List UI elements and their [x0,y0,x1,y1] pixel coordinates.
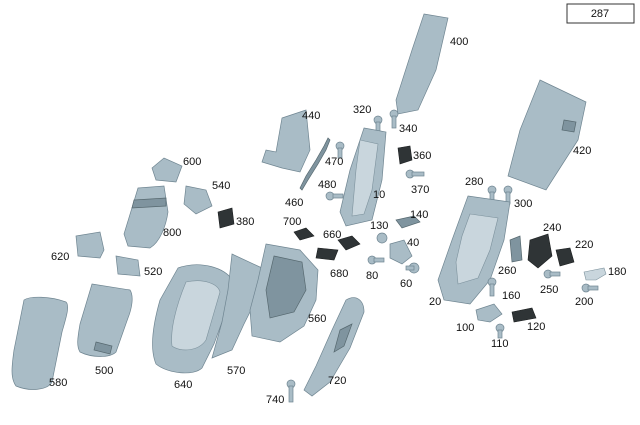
part-620-shape[interactable] [75,231,105,259]
part-180-shape[interactable] [583,267,607,281]
part-120-shape[interactable] [511,307,537,323]
part-800-shape[interactable] [123,185,169,249]
part-700-shape[interactable] [293,227,315,241]
label-740[interactable]: 740 [266,394,284,406]
label-100[interactable]: 100 [456,322,474,334]
label-130[interactable]: 130 [370,220,388,232]
part-460-cable[interactable] [299,137,331,191]
label-800[interactable]: 800 [163,227,181,239]
part-60-screw[interactable] [405,262,420,274]
part-110-bolt[interactable] [495,323,505,339]
part-680-shape[interactable] [315,247,339,261]
label-660[interactable]: 660 [323,229,341,241]
part-480-screw[interactable] [325,191,344,201]
label-10[interactable]: 10 [373,189,385,201]
part-40-shape[interactable] [389,239,413,265]
label-260[interactable]: 260 [498,265,516,277]
label-340[interactable]: 340 [399,123,417,135]
part-160-bolt[interactable] [487,277,497,297]
page-number-box: 287 [566,3,635,24]
label-400[interactable]: 400 [450,36,468,48]
label-720[interactable]: 720 [328,375,346,387]
label-460[interactable]: 460 [285,197,303,209]
part-520-shape[interactable] [115,255,141,277]
part-130-washer[interactable] [376,232,388,244]
part-240-shape[interactable] [527,233,553,269]
label-640[interactable]: 640 [174,379,192,391]
label-480[interactable]: 480 [318,179,336,191]
part-340-bolt[interactable] [389,109,399,129]
part-600-shape[interactable] [151,157,183,183]
label-200[interactable]: 200 [575,296,593,308]
part-540-shape[interactable] [183,185,213,215]
part-800-band [131,197,167,209]
label-360[interactable]: 360 [413,150,431,162]
part-560-inner [265,255,307,319]
part-440-shape[interactable] [261,109,311,173]
part-400-shape[interactable] [395,13,449,115]
part-580-shape[interactable] [11,296,68,390]
part-380-shape[interactable] [217,207,235,229]
label-620[interactable]: 620 [51,251,69,263]
label-250[interactable]: 250 [540,284,558,296]
part-660-shape[interactable] [337,235,361,251]
part-250-screw[interactable] [543,269,561,279]
part-80-screw[interactable] [367,255,385,265]
label-180[interactable]: 180 [608,266,626,278]
label-380[interactable]: 380 [236,216,254,228]
label-560[interactable]: 560 [308,313,326,325]
label-220[interactable]: 220 [575,239,593,251]
label-570[interactable]: 570 [227,365,245,377]
label-140[interactable]: 140 [410,209,428,221]
label-470[interactable]: 470 [325,156,343,168]
label-300[interactable]: 300 [514,198,532,210]
part-720-inner [333,323,353,353]
label-320[interactable]: 320 [353,104,371,116]
part-200-screw[interactable] [581,283,599,293]
part-500-shape[interactable] [77,283,133,357]
part-370-screw[interactable] [405,169,425,179]
label-540[interactable]: 540 [212,180,230,192]
label-420[interactable]: 420 [573,145,591,157]
label-500[interactable]: 500 [95,365,113,377]
part-20-inner [455,213,499,285]
part-140-shape[interactable] [395,215,421,229]
label-600[interactable]: 600 [183,156,201,168]
label-20[interactable]: 20 [429,296,441,308]
label-120[interactable]: 120 [527,321,545,333]
label-370[interactable]: 370 [411,184,429,196]
part-360-shape[interactable] [397,145,413,165]
part-640-inner [171,280,221,351]
label-580[interactable]: 580 [49,377,67,389]
part-280-bolt[interactable] [487,185,497,205]
part-720-shape[interactable] [303,297,365,397]
part-470-screw[interactable] [335,141,345,159]
label-700[interactable]: 700 [283,216,301,228]
label-520[interactable]: 520 [144,266,162,278]
label-240[interactable]: 240 [543,222,561,234]
page-number: 287 [591,8,609,20]
part-100-shape[interactable] [475,303,503,323]
label-680[interactable]: 680 [330,268,348,280]
part-260-shape[interactable] [509,235,523,263]
label-80[interactable]: 80 [366,270,378,282]
part-420-shape[interactable] [507,79,587,191]
label-160[interactable]: 160 [502,290,520,302]
part-420-slot [561,119,577,133]
part-labels: 10 20 40 60 80 100 110 120 130 140 160 1… [49,36,626,406]
label-280[interactable]: 280 [465,176,483,188]
part-220-shape[interactable] [555,247,575,267]
part-500-detail [93,341,113,355]
label-440[interactable]: 440 [302,110,320,122]
label-60[interactable]: 60 [400,278,412,290]
label-110[interactable]: 110 [491,338,509,350]
label-40[interactable]: 40 [407,237,419,249]
part-10-inner [351,139,379,217]
part-740-screw[interactable] [286,379,296,403]
